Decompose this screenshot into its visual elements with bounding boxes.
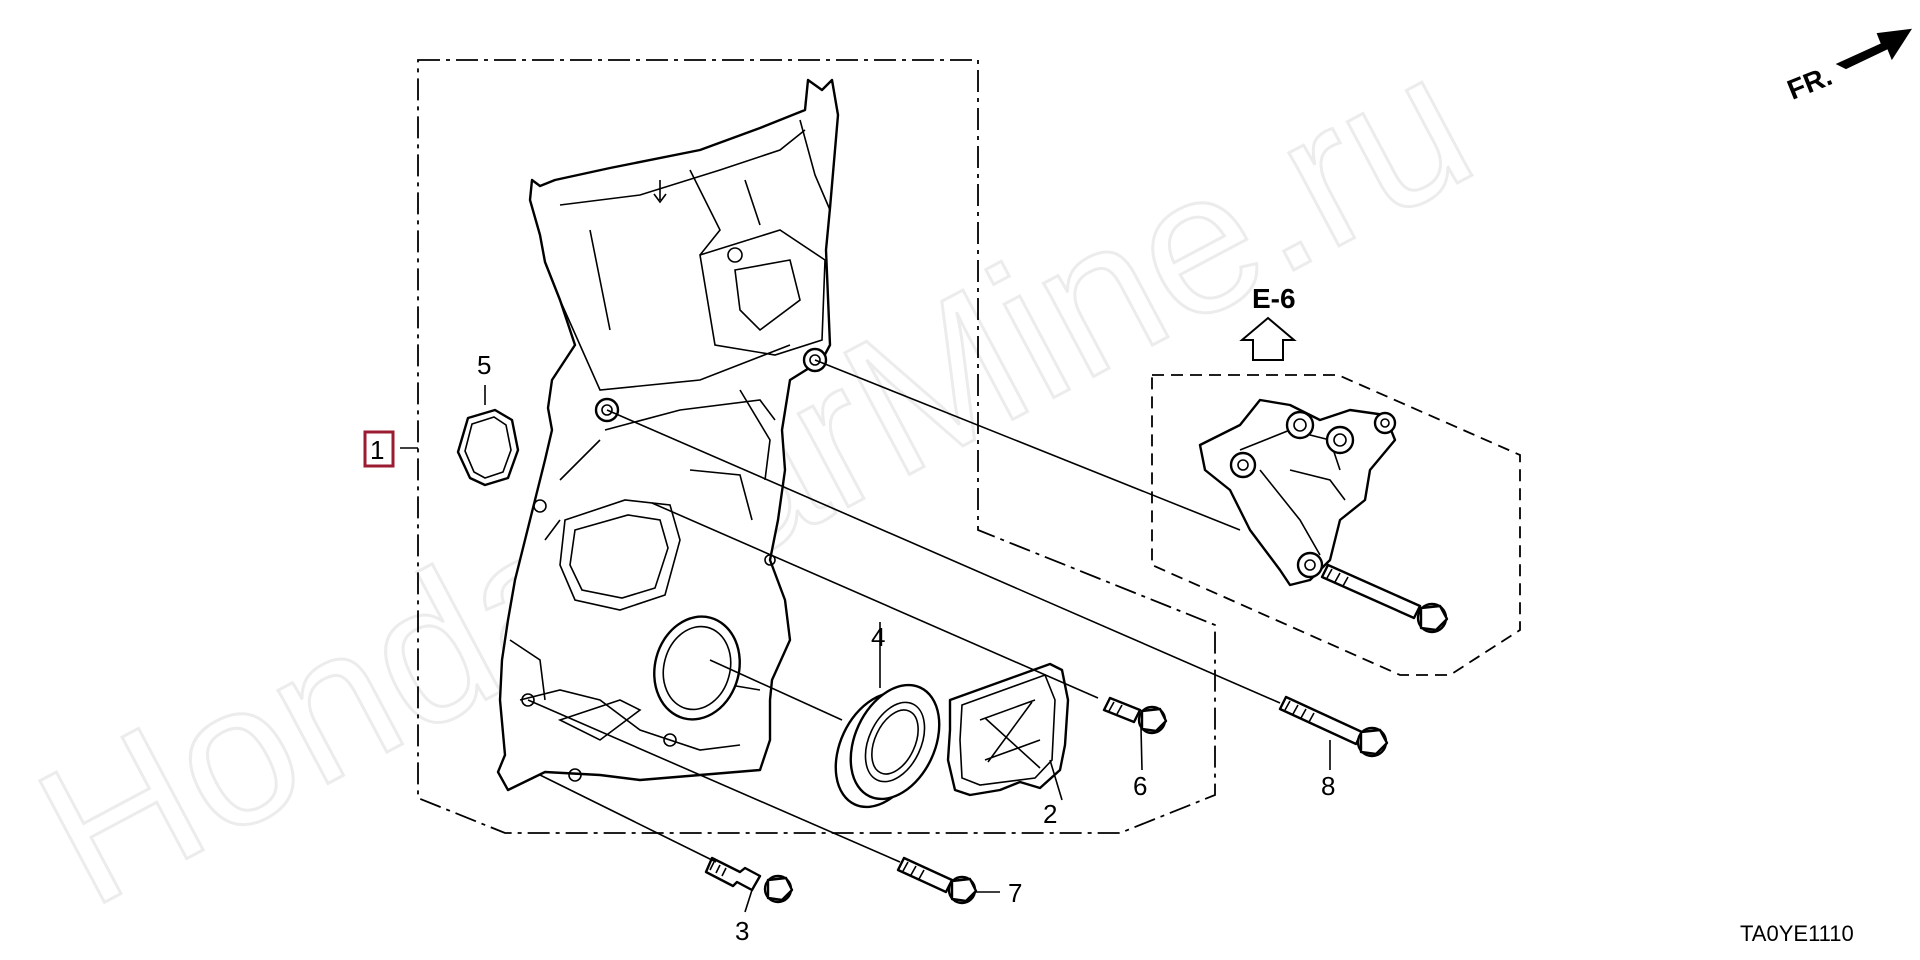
crank-seal-bore (653, 615, 741, 721)
callout-2[interactable]: 2 (1043, 799, 1057, 829)
mount-hole (533, 499, 547, 513)
bolt-6 (1102, 696, 1168, 735)
direction-label: FR. (1783, 60, 1836, 106)
callout-8[interactable]: 8 (1321, 771, 1335, 801)
leader-lines (400, 359, 1331, 913)
oil-seal (834, 683, 941, 809)
mount-hole-inner (809, 354, 821, 366)
cover-rib-upper (559, 129, 806, 391)
callout-6[interactable]: 6 (1133, 771, 1147, 801)
bolt-7 (896, 856, 978, 905)
engine-bracket (1198, 398, 1397, 587)
front-direction-arrow: FR. (1783, 28, 1912, 106)
part-1-highlight-box[interactable] (363, 430, 395, 468)
mount-hole-inner (601, 404, 613, 416)
bracket-bolt (1320, 563, 1449, 634)
assembly-boundary (417, 59, 1216, 834)
mount-hole (521, 693, 535, 707)
callout-3[interactable]: 3 (735, 916, 749, 946)
cover-rib-middle (544, 389, 776, 541)
diagram-code: TA0YE1110 (1740, 921, 1854, 946)
crank-seal-bore-inner (662, 625, 732, 711)
mount-hole (663, 733, 677, 747)
o-ring (456, 408, 520, 487)
bolt-8 (1278, 695, 1389, 758)
mount-hole (727, 247, 743, 263)
up-arrow-icon (1239, 316, 1297, 361)
bracket-group-boundary (1151, 374, 1521, 676)
chain-case-cover (496, 78, 840, 792)
callout-1[interactable]: 1 (370, 435, 384, 465)
reference-label: E-6 (1252, 283, 1296, 314)
arrow-icon (1835, 28, 1912, 70)
cover-inner-pocket (559, 499, 681, 611)
cover-rib-diagonal (689, 119, 831, 256)
o-ring-inner (464, 416, 512, 479)
cover-rib-lower (509, 639, 761, 751)
arrow-mark (653, 180, 667, 204)
callout-4[interactable]: 4 (871, 622, 885, 652)
mount-hole (568, 768, 582, 782)
cover-outline (496, 78, 840, 792)
cover-rib-window (699, 229, 826, 356)
callout-5[interactable]: 5 (477, 350, 491, 380)
bolt-3 (704, 856, 794, 904)
callout-7[interactable]: 7 (1008, 878, 1022, 908)
cover-plate (946, 662, 1070, 797)
